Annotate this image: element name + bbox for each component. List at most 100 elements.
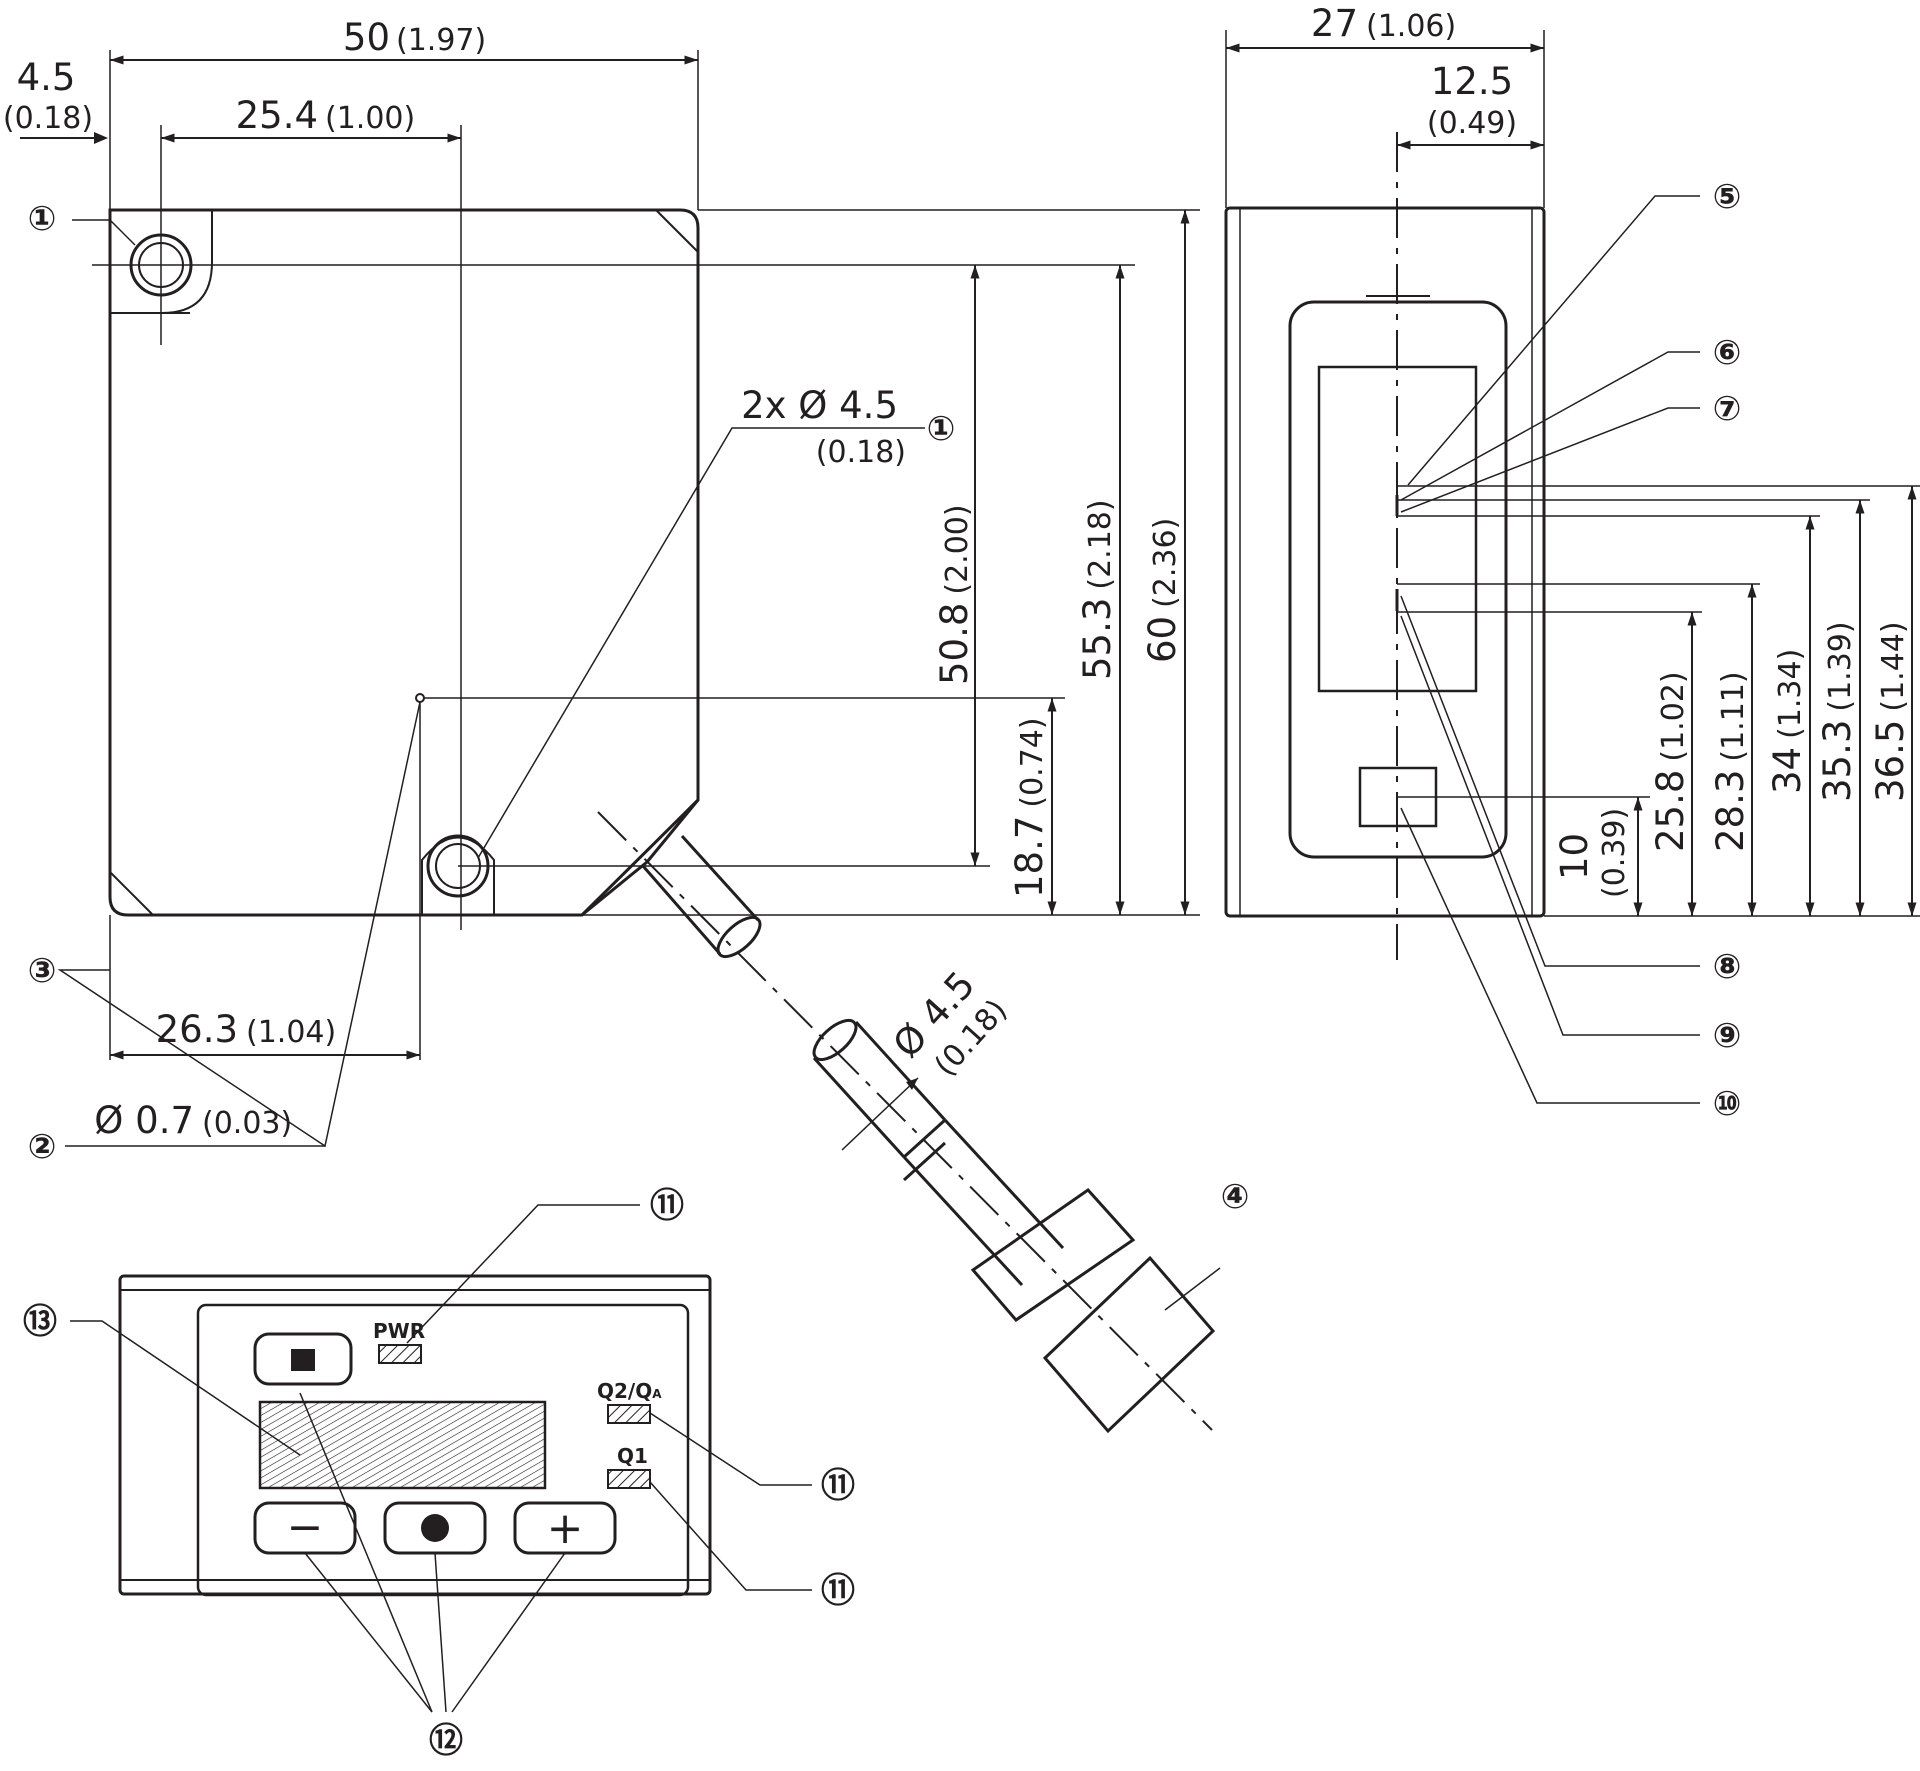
leader-10 (1400, 807, 1700, 1104)
dim-50-8: 50.8 (933, 603, 976, 685)
callout-6: ⑥ (1713, 333, 1742, 373)
lower-hole-boss (421, 836, 495, 915)
svg-text:(0.39): (0.39) (1597, 808, 1632, 898)
leader-12 (451, 1552, 566, 1713)
svg-text:Ø 0.7: Ø 0.7 (94, 1099, 194, 1142)
dim-26-3-in: (1.04) (246, 1015, 336, 1050)
svg-text:2x Ø 4.5: 2x Ø 4.5 (741, 384, 898, 427)
svg-text:18.7(0.74): 18.7 (0.74) (1008, 717, 1051, 898)
callout-11-q2: ⑪ (821, 1466, 855, 1506)
side-housing-outline (1224, 206, 1546, 918)
display-screen (258, 1400, 547, 1490)
cable-stub (641, 834, 760, 955)
dim-emitter: Ø 0.7 (94, 1099, 194, 1142)
callout-8: ⑧ (1713, 947, 1742, 987)
front-dimensions (20, 55, 1190, 1148)
svg-text:(0.03): (0.03) (202, 1106, 292, 1141)
q2-label: Q2/Q (597, 1379, 652, 1403)
q1-label: Q1 (617, 1444, 648, 1468)
callout-4: ④ (1221, 1177, 1250, 1217)
cable-dia-dim (841, 1077, 919, 1151)
dim-10: 10 (1553, 833, 1596, 880)
dim-4-5-in: (0.18) (3, 101, 93, 136)
dim-25-4-in: (1.00) (325, 101, 415, 136)
callout-10: ⑩ (1713, 1084, 1742, 1124)
callout-1-bottom: ① (927, 409, 956, 449)
connector-taper (902, 1118, 1065, 1287)
dim-60: 60 (1141, 616, 1184, 663)
dim-34: 34 (1766, 747, 1809, 794)
side-view (1224, 30, 1920, 960)
q2-led (607, 1404, 651, 1424)
dim-27: 27 (1311, 2, 1358, 45)
callout-1-top: ① (28, 199, 57, 239)
leader-5 (1407, 195, 1700, 486)
cable-axis (597, 811, 1213, 1431)
leader-12 (304, 1552, 433, 1713)
svg-text:12.5: 12.5 (1431, 60, 1513, 103)
dot-icon (421, 1514, 449, 1542)
callout-5: ⑤ (1713, 177, 1742, 217)
dim-28-3-in: (1.11) (1716, 671, 1751, 761)
callouts: ① ① ② ③ ④ ⑤ ⑥ ⑦ ⑧ ⑨ ⑩ ⑪ ⑪ ⑪ ⑫ ⑬ (23, 177, 1741, 1761)
dim-28-3: 28.3 (1709, 770, 1752, 852)
dim-35-3-in: (1.39) (1823, 621, 1858, 711)
leader-11-q2 (649, 1412, 812, 1486)
leader-hole (477, 427, 925, 859)
dim-12-5: 12.5 (1431, 60, 1513, 103)
cable-stub-end (716, 915, 762, 959)
leader-11-pwr (406, 1204, 640, 1344)
plus-icon: + (547, 1503, 584, 1554)
svg-text:(1.00): (1.00) (325, 101, 415, 136)
side-dim-texts: 27 (1.06) 12.5 (0.49) 10 (0.39) 25.8(1.0… (1311, 2, 1912, 898)
leader-13 (70, 1320, 301, 1456)
svg-text:26.3: 26.3 (156, 1008, 238, 1051)
dim-60-in: (2.36) (1148, 518, 1183, 608)
dim-hole-dia-in: (0.18) (816, 435, 906, 470)
minus-icon: − (287, 1502, 324, 1553)
q2-sub-label: A (652, 1387, 662, 1401)
dim-35-3: 35.3 (1816, 720, 1859, 802)
svg-text:34(1.34): 34(1.34) (1766, 649, 1809, 794)
pwr-led (378, 1344, 422, 1364)
dim-hole-dia: 2x Ø 4.5 (741, 384, 898, 427)
connector-body (1042, 1255, 1216, 1434)
svg-text:35.3(1.39): 35.3 (1.39) (1816, 621, 1859, 802)
pwr-label: PWR (373, 1319, 425, 1343)
leader-emitter (57, 701, 421, 1148)
dim-18-7-in: (0.74) (1015, 717, 1050, 807)
leader-12 (299, 1392, 433, 1713)
svg-text:27: 27 (1311, 2, 1358, 45)
dim-18-7: 18.7 (1008, 816, 1051, 898)
dim-55-3: 55.3 (1076, 598, 1119, 680)
svg-text:(0.18): (0.18) (816, 435, 906, 470)
set-button[interactable] (253, 1332, 353, 1386)
cable-end (812, 1018, 858, 1062)
dim-25-8-in: (1.02) (1656, 671, 1691, 761)
dim-36-5: 36.5 (1869, 720, 1912, 802)
control-panel: − + PWR Q2/QA Q1 (70, 1204, 812, 1713)
mount-ear-line (161, 261, 213, 314)
callout-12: ⑫ (429, 1721, 463, 1761)
callout-3: ③ (28, 951, 57, 991)
svg-text:25.8(1.02): 25.8(1.02) (1649, 671, 1692, 852)
svg-text:60(2.36): 60 (2.36) (1141, 518, 1184, 663)
square-icon (291, 1349, 315, 1371)
corner-chamfer (655, 209, 699, 253)
callout-13: ⑬ (23, 1302, 57, 1342)
dim-10-in: (0.39) (1597, 808, 1632, 898)
leader-6 (1400, 351, 1700, 501)
dim-arrow (94, 132, 108, 144)
dim-55-3-in: (2.18) (1083, 499, 1118, 589)
leader-9 (1400, 615, 1700, 1036)
dim-arrow (906, 1078, 918, 1090)
svg-text:55.3(2.18): 55.3 (2.18) (1076, 499, 1119, 680)
dim-50: 50 (343, 16, 390, 59)
callout-7: ⑦ (1713, 389, 1742, 429)
callout-11-pwr: ⑪ (650, 1186, 684, 1226)
svg-text:(0.49): (0.49) (1427, 106, 1517, 141)
svg-text:28.3(1.11): 28.3 (1.11) (1709, 671, 1752, 852)
side-dimensions (1226, 43, 1917, 1104)
svg-text:Q2/QA: Q2/QA (597, 1379, 662, 1403)
